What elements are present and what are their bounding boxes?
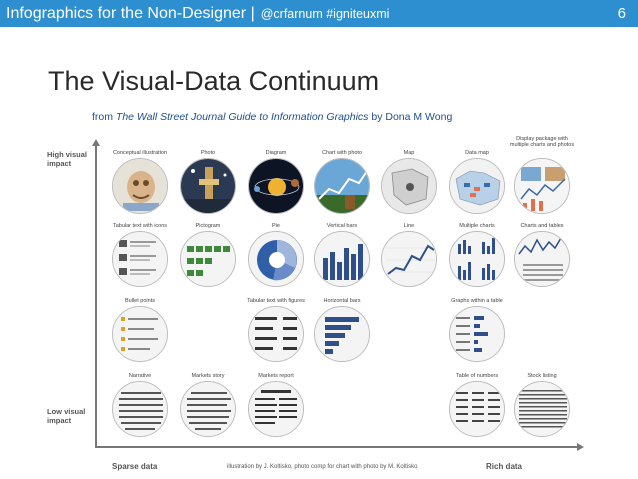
label-line: Line <box>403 223 415 229</box>
thumb-data-map <box>449 158 505 214</box>
label-markets-story: Markets story <box>191 373 225 379</box>
illustration-credit: illustration by J. Koltisko, photo comp … <box>227 464 418 470</box>
x-axis-line <box>95 446 579 448</box>
attribution-prefix: from <box>92 111 116 123</box>
x-axis-rich-label: Rich data <box>486 462 523 471</box>
y-axis-high-label: High visual impact <box>47 150 88 168</box>
label-bullet-points: Bullet points <box>125 298 155 304</box>
thumb-line <box>381 231 437 287</box>
thumb-graphs-within-table <box>449 306 505 362</box>
label-tabular-text-figures: Tabular text with figures <box>247 298 305 304</box>
attribution-book: The Wall Street Journal Guide to Informa… <box>115 111 369 123</box>
thumb-pie <box>248 231 304 287</box>
label-markets-report: Markets report <box>258 373 294 379</box>
label-narrative: Narrative <box>128 373 152 379</box>
label-data-map: Data map <box>465 150 489 156</box>
label-table-of-numbers: Table of numbers <box>455 373 499 379</box>
label-charts-and-tables: Charts and tables <box>520 223 564 229</box>
label-pictogram: Pictogram <box>195 223 221 229</box>
thumb-markets-report <box>248 381 304 437</box>
thumb-charts-and-tables <box>514 231 570 287</box>
thumb-stock-listing <box>514 381 570 437</box>
thumb-markets-story <box>180 381 236 437</box>
thumb-horizontal-bars <box>314 306 370 362</box>
thumb-tabular-text-figures <box>248 306 304 362</box>
label-vertical-bars: Vertical bars <box>326 223 358 229</box>
thumb-conceptual-illustration <box>112 158 168 214</box>
thumb-pictogram <box>180 231 236 287</box>
attribution: from The Wall Street Journal Guide to In… <box>92 111 452 123</box>
label-photo: Photo <box>200 150 216 156</box>
label-graphs-within-table: Graphs within a table <box>451 298 503 304</box>
y-axis-arrow <box>92 139 100 146</box>
header-bar: Infographics for the Non-Designer | @crf… <box>0 0 638 27</box>
thumb-bullet-points <box>112 306 168 362</box>
thumb-photo <box>180 158 236 214</box>
label-chart-with-photo: Chart with photo <box>321 150 363 156</box>
thumb-display-package <box>514 158 570 214</box>
attribution-suffix: by Dona M Wong <box>368 111 453 123</box>
thumb-narrative <box>112 381 168 437</box>
presentation-title: Infographics for the Non-Designer | <box>6 4 255 22</box>
thumb-vertical-bars <box>314 231 370 287</box>
thumb-table-of-numbers <box>449 381 505 437</box>
x-axis-arrow <box>577 443 584 451</box>
x-axis-sparse-label: Sparse data <box>112 462 158 471</box>
label-conceptual-illustration: Conceptual illustration <box>112 150 168 156</box>
page-number: 6 <box>617 5 626 22</box>
label-map: Map <box>403 150 415 156</box>
twitter-handle: @crfarnum #igniteuxmi <box>260 6 390 21</box>
label-multiple-charts: Multiple charts <box>459 223 495 229</box>
label-horizontal-bars: Horizontal bars <box>323 298 361 304</box>
label-tabular-text-icons: Tabular text with icons <box>112 223 168 229</box>
label-display-package: Display package with multiple charts and… <box>509 136 575 148</box>
thumb-map <box>381 158 437 214</box>
thumb-tabular-text-icons <box>112 231 168 287</box>
y-axis-line <box>95 145 97 448</box>
label-diagram: Diagram <box>265 150 287 156</box>
thumb-multiple-charts <box>449 231 505 287</box>
label-pie: Pie <box>272 223 280 229</box>
thumb-chart-with-photo <box>314 158 370 214</box>
label-stock-listing: Stock listing <box>527 373 557 379</box>
thumb-diagram <box>248 158 304 214</box>
slide-title: The Visual-Data Continuum <box>48 66 380 96</box>
y-axis-low-label: Low visual impact <box>47 407 86 425</box>
